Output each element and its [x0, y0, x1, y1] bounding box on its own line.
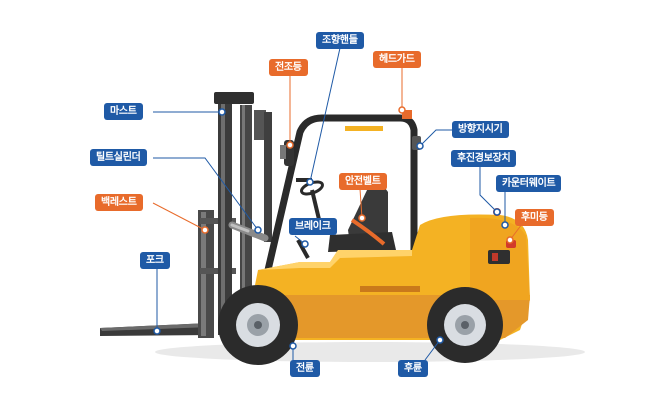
label-steering-handle: 조향핸들 — [316, 32, 364, 49]
label-brake: 브레이크 — [289, 218, 337, 235]
mast — [214, 92, 272, 335]
label-fork: 포크 — [140, 252, 170, 269]
label-headlight: 전조등 — [269, 59, 308, 76]
label-rear-wheel: 후륜 — [398, 360, 428, 377]
label-rear-warning: 후진경보장치 — [451, 150, 517, 167]
roof-light — [345, 126, 383, 131]
label-rear-light: 후미등 — [515, 209, 554, 226]
label-head-guard: 헤드가드 — [373, 51, 421, 68]
leader-lines — [152, 47, 526, 361]
ground-shadow — [155, 342, 585, 362]
leader-dots — [153, 106, 514, 350]
brake-pedal — [296, 239, 310, 259]
label-tilt-cylinder: 틸트실린더 — [90, 149, 147, 166]
beacon — [402, 110, 412, 119]
seat — [328, 184, 396, 252]
label-seatbelt: 안전벨트 — [339, 173, 387, 190]
label-counterweight: 카운터웨이트 — [496, 175, 562, 192]
label-mast: 마스트 — [104, 103, 143, 120]
rear-wheel — [427, 287, 503, 363]
label-front-wheel: 전륜 — [290, 360, 320, 377]
label-turn-signal: 방향지시기 — [452, 121, 509, 138]
seatbelt — [350, 218, 386, 246]
tilt-cylinder — [228, 221, 269, 242]
front-wheel — [218, 285, 298, 365]
label-backrest: 백레스트 — [95, 194, 143, 211]
